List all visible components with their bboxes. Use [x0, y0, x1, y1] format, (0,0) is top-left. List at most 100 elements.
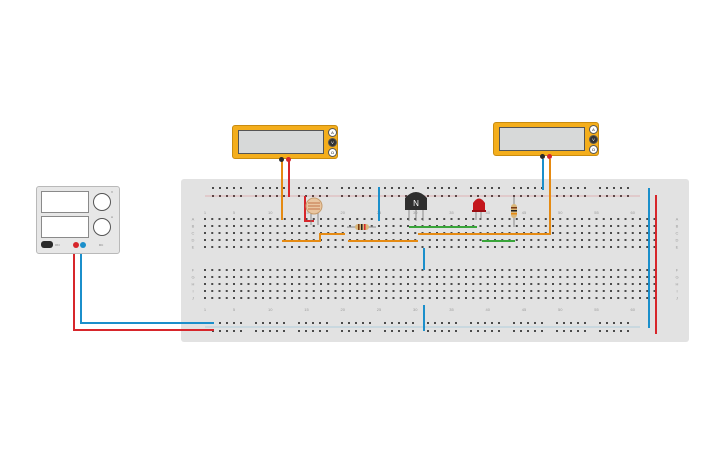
breadboard-hole[interactable]: [470, 330, 472, 332]
breadboard-hole[interactable]: [588, 290, 591, 292]
breadboard-hole[interactable]: [515, 225, 518, 227]
breadboard-hole[interactable]: [653, 290, 656, 292]
breadboard-hole[interactable]: [602, 297, 605, 299]
breadboard-hole[interactable]: [341, 239, 344, 241]
breadboard-hole[interactable]: [291, 232, 293, 234]
breadboard-hole[interactable]: [501, 290, 504, 292]
breadboard-hole[interactable]: [520, 330, 522, 332]
breadboard-hole[interactable]: [617, 297, 620, 299]
breadboard-hole[interactable]: [378, 290, 380, 292]
breadboard-hole[interactable]: [283, 269, 286, 271]
breadboard-hole[interactable]: [566, 276, 569, 278]
breadboard-hole[interactable]: [291, 297, 293, 299]
breadboard-hole[interactable]: [240, 297, 243, 299]
breadboard-hole[interactable]: [584, 330, 586, 332]
breadboard-hole[interactable]: [588, 218, 591, 220]
breadboard-hole[interactable]: [225, 269, 228, 271]
breadboard-hole[interactable]: [577, 187, 579, 189]
breadboard-hole[interactable]: [479, 239, 482, 241]
breadboard-hole[interactable]: [563, 330, 565, 332]
breadboard-hole[interactable]: [399, 218, 402, 220]
breadboard-hole[interactable]: [441, 187, 443, 189]
breadboard-hole[interactable]: [573, 269, 576, 271]
breadboard-hole[interactable]: [486, 225, 489, 227]
breadboard-hole[interactable]: [620, 187, 622, 189]
breadboard-hole[interactable]: [225, 232, 228, 234]
breadboard-hole[interactable]: [559, 225, 562, 227]
breadboard-hole[interactable]: [617, 276, 620, 278]
breadboard-hole[interactable]: [534, 322, 536, 324]
breadboard-hole[interactable]: [341, 330, 343, 332]
breadboard-hole[interactable]: [537, 218, 540, 220]
breadboard-hole[interactable]: [204, 276, 206, 278]
breadboard-hole[interactable]: [588, 225, 591, 227]
breadboard-hole[interactable]: [443, 276, 446, 278]
breadboard-hole[interactable]: [624, 297, 627, 299]
breadboard-hole[interactable]: [240, 322, 242, 324]
breadboard-hole[interactable]: [573, 276, 576, 278]
breadboard-hole[interactable]: [450, 246, 453, 248]
breadboard-hole[interactable]: [204, 246, 206, 248]
breadboard-hole[interactable]: [276, 225, 279, 227]
breadboard-hole[interactable]: [392, 225, 395, 227]
breadboard-hole[interactable]: [312, 246, 315, 248]
breadboard-hole[interactable]: [508, 297, 511, 299]
breadboard-hole[interactable]: [327, 297, 330, 299]
breadboard-hole[interactable]: [348, 330, 350, 332]
breadboard-hole[interactable]: [319, 322, 321, 324]
breadboard-hole[interactable]: [247, 218, 250, 220]
breadboard-hole[interactable]: [254, 283, 257, 285]
breadboard-hole[interactable]: [566, 297, 569, 299]
breadboard-hole[interactable]: [247, 232, 250, 234]
breadboard-hole[interactable]: [552, 297, 554, 299]
breadboard-hole[interactable]: [391, 330, 393, 332]
breadboard-hole[interactable]: [291, 246, 293, 248]
breadboard-hole[interactable]: [398, 330, 400, 332]
breadboard-hole[interactable]: [226, 330, 228, 332]
breadboard-hole[interactable]: [385, 276, 388, 278]
breadboard-hole[interactable]: [624, 232, 627, 234]
breadboard-hole[interactable]: [588, 297, 591, 299]
breadboard-hole[interactable]: [421, 269, 424, 271]
power-supply[interactable]: V A ON DC: [36, 186, 120, 254]
breadboard-hole[interactable]: [617, 269, 620, 271]
breadboard-hole[interactable]: [363, 246, 366, 248]
breadboard-hole[interactable]: [573, 232, 576, 234]
breadboard-hole[interactable]: [233, 276, 235, 278]
breadboard-hole[interactable]: [537, 290, 540, 292]
breadboard-hole[interactable]: [523, 269, 525, 271]
breadboard-hole[interactable]: [298, 232, 301, 234]
breadboard-hole[interactable]: [398, 322, 400, 324]
breadboard-hole[interactable]: [544, 225, 547, 227]
breadboard-hole[interactable]: [356, 232, 359, 234]
breadboard-hole[interactable]: [544, 297, 547, 299]
breadboard-hole[interactable]: [450, 239, 453, 241]
breadboard-hole[interactable]: [653, 218, 656, 220]
breadboard-hole[interactable]: [501, 218, 504, 220]
breadboard-hole[interactable]: [363, 232, 366, 234]
breadboard-hole[interactable]: [312, 232, 315, 234]
breadboard-hole[interactable]: [544, 246, 547, 248]
breadboard-hole[interactable]: [566, 225, 569, 227]
breadboard-hole[interactable]: [385, 225, 388, 227]
breadboard-hole[interactable]: [581, 269, 583, 271]
breadboard-hole[interactable]: [211, 276, 214, 278]
breadboard-hole[interactable]: [457, 290, 460, 292]
breadboard-hole[interactable]: [226, 322, 228, 324]
breadboard-hole[interactable]: [631, 218, 634, 220]
breadboard-hole[interactable]: [298, 276, 301, 278]
breadboard-hole[interactable]: [407, 269, 409, 271]
red-led[interactable]: [472, 198, 486, 221]
breadboard-hole[interactable]: [341, 218, 344, 220]
breadboard-hole[interactable]: [559, 276, 562, 278]
breadboard-hole[interactable]: [233, 225, 235, 227]
breadboard-hole[interactable]: [441, 322, 443, 324]
breadboard-hole[interactable]: [494, 269, 496, 271]
breadboard-hole[interactable]: [472, 246, 475, 248]
breadboard-hole[interactable]: [610, 232, 612, 234]
breadboard-hole[interactable]: [443, 269, 446, 271]
breadboard-hole[interactable]: [541, 330, 543, 332]
breadboard-hole[interactable]: [450, 283, 453, 285]
breadboard-hole[interactable]: [262, 290, 264, 292]
breadboard-hole[interactable]: [515, 283, 518, 285]
